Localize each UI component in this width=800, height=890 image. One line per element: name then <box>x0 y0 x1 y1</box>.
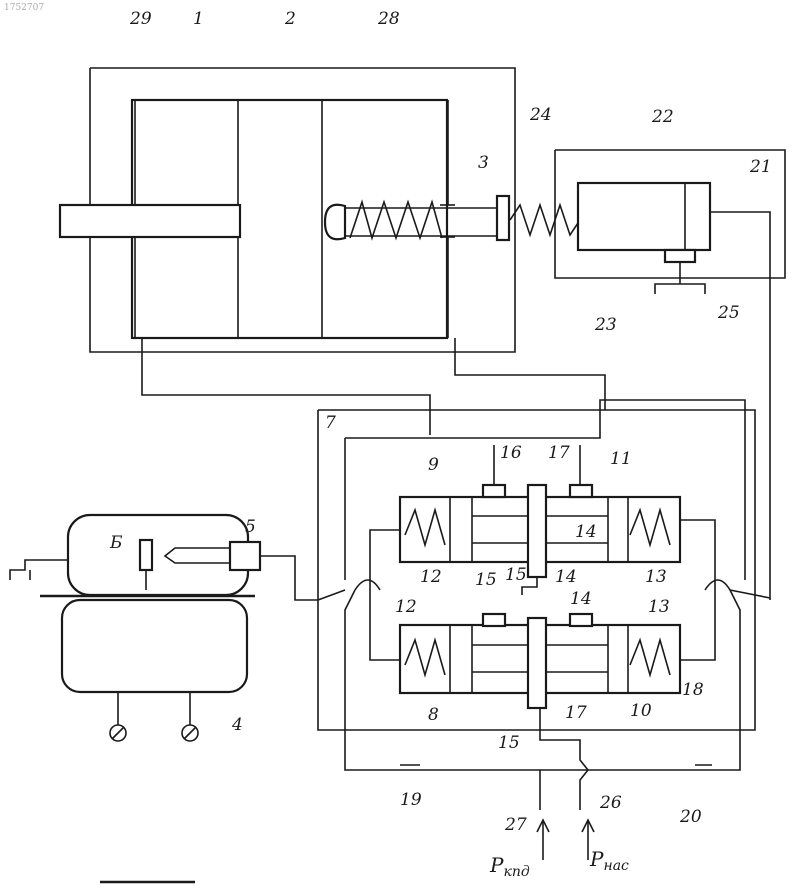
label-4: 4 <box>231 715 243 735</box>
label-15-a: 15 <box>475 570 497 590</box>
label-3: 3 <box>478 153 489 173</box>
label-19: 19 <box>400 790 422 810</box>
label-10: 10 <box>630 701 652 721</box>
label-12-upper: 12 <box>420 567 442 587</box>
pressure-label-right: Рнас <box>589 847 629 874</box>
label-1: 1 <box>193 9 204 29</box>
label-14-a: 14 <box>575 522 597 542</box>
label-22: 22 <box>651 107 674 127</box>
label-18: 18 <box>682 680 704 700</box>
label-17-top: 17 <box>548 443 570 463</box>
corner-mark: 1752707 <box>4 3 44 13</box>
label-13-lower: 13 <box>648 597 670 617</box>
label-12-lower: 12 <box>395 597 417 617</box>
label-5: 5 <box>245 517 256 537</box>
label-24: 24 <box>529 105 552 125</box>
label-26: 26 <box>599 793 622 813</box>
label-29: 29 <box>129 9 152 29</box>
label-16: 16 <box>500 443 522 463</box>
label-15-b: 15 <box>505 565 527 585</box>
label-11: 11 <box>610 449 632 469</box>
label-25: 25 <box>717 303 740 323</box>
label-28: 28 <box>377 9 400 29</box>
label-17-bottom: 17 <box>565 703 587 723</box>
valve-block <box>318 400 770 860</box>
pressure-label-left: Ркпд <box>489 853 530 880</box>
label-27: 27 <box>504 815 527 835</box>
pump-reservoir <box>10 515 318 741</box>
label-2: 2 <box>284 9 296 29</box>
label-21: 21 <box>749 157 772 177</box>
spring-24 <box>510 205 580 235</box>
label-7: 7 <box>325 413 336 433</box>
label-14-c: 14 <box>570 589 592 609</box>
label-15-c: 15 <box>498 733 520 753</box>
label-14-b: 14 <box>555 567 577 587</box>
label-20: 20 <box>679 807 702 827</box>
label-13-upper: 13 <box>645 567 667 587</box>
label-23: 23 <box>594 315 617 335</box>
label-6: Б <box>109 533 123 553</box>
label-8: 8 <box>428 705 439 725</box>
label-9: 9 <box>428 455 439 475</box>
